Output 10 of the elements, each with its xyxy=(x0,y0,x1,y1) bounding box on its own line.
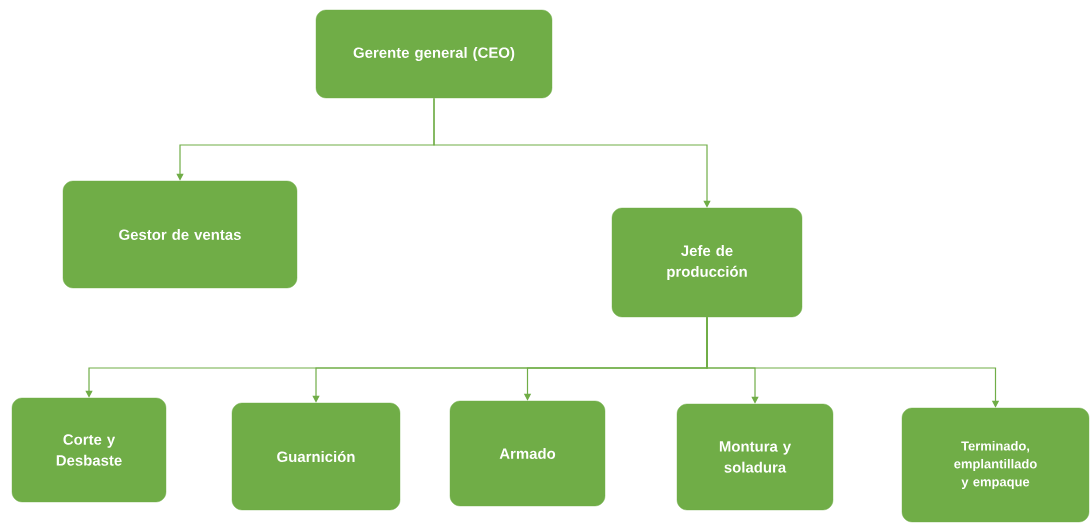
connector-arrow xyxy=(706,316,1000,408)
org-box: Jefe de producción xyxy=(611,207,803,318)
org-box: Corte y Desbaste xyxy=(11,397,167,503)
connector-arrow xyxy=(433,97,711,208)
org-box: Guarnición xyxy=(231,402,401,511)
org-box: Armado xyxy=(449,400,606,507)
org-box: Terminado, emplantillado y empaque xyxy=(901,407,1090,523)
org-box: Gestor de ventas xyxy=(62,180,298,289)
org-box: Montura y soladura xyxy=(676,403,834,511)
org-box: Gerente general (CEO) xyxy=(315,9,553,99)
